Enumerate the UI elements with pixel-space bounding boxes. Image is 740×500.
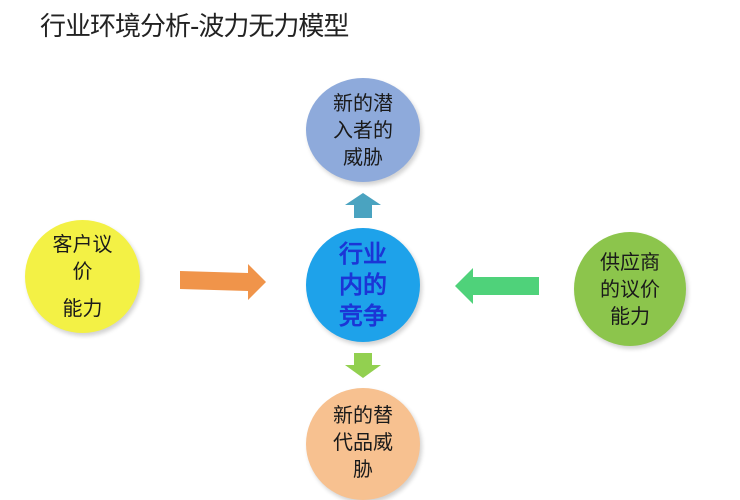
node-supplier-power: 供应商 的议价 能力 [574, 232, 686, 346]
node-text: 新的潜 [333, 90, 393, 115]
node-new-entrants-threat: 新的潜 入者的 威胁 [306, 78, 420, 182]
node-text: 的议价 [600, 276, 660, 301]
node-text: 威胁 [343, 144, 383, 169]
arrow-up-icon [345, 193, 381, 218]
node-text: 入者的 [333, 117, 393, 142]
node-text: 新的替 [333, 403, 393, 427]
arrow-left-icon [455, 268, 539, 304]
node-text: 胁 [353, 457, 373, 481]
node-text: 供应商 [600, 249, 660, 274]
node-buyer-power: 客户议 价 能力 [25, 220, 140, 333]
node-industry-competition: 行业 内的 竞争 [306, 228, 420, 342]
arrow-right-icon [180, 264, 266, 300]
page-title: 行业环境分析-波力无力模型 [40, 12, 349, 42]
node-text: 能力 [62, 296, 103, 320]
node-text: 能力 [610, 303, 650, 328]
node-text: 竞争 [339, 301, 387, 330]
arrow-down-icon [345, 353, 381, 378]
node-text: 内的 [339, 270, 387, 299]
node-text: 客户议 [52, 232, 113, 256]
node-text: 行业 [339, 239, 387, 268]
node-text: 价 [72, 259, 93, 283]
node-substitutes-threat: 新的替 代品威 胁 [306, 388, 420, 500]
node-text: 代品威 [333, 430, 393, 454]
